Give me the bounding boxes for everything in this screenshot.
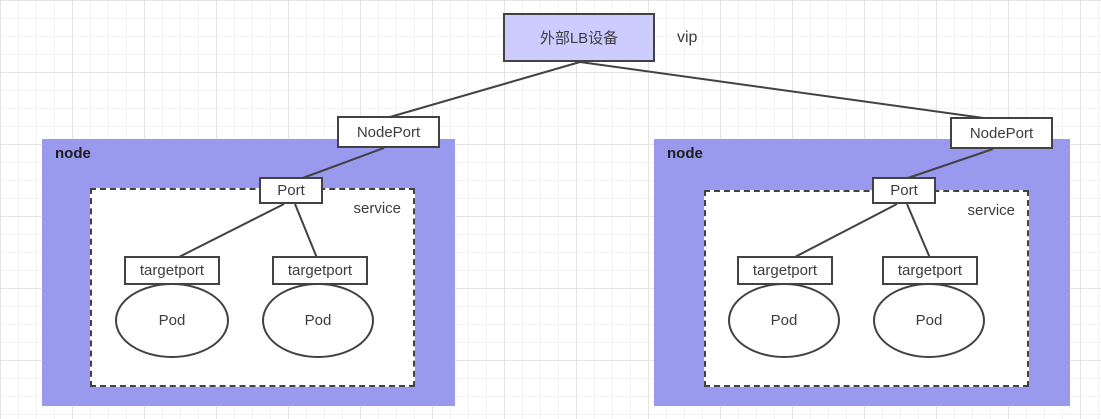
- pod-label: Pod: [304, 312, 332, 329]
- port-box: Port: [259, 177, 323, 204]
- pod-ellipse: Pod: [873, 283, 985, 358]
- service-box-left: service: [90, 188, 415, 387]
- pod-label: Pod: [770, 312, 798, 329]
- pod-ellipse: Pod: [728, 283, 840, 358]
- node-label: node: [667, 145, 703, 162]
- pod-label: Pod: [158, 312, 186, 329]
- pod-label: Pod: [915, 312, 943, 329]
- service-label: service: [353, 200, 401, 217]
- targetport-box: targetport: [124, 256, 220, 285]
- port-box: Port: [872, 177, 936, 204]
- external-lb-box: 外部LB设备: [503, 13, 655, 62]
- nodeport-box: NodePort: [950, 117, 1053, 149]
- pod-ellipse: Pod: [262, 283, 374, 358]
- edge-lb-to-nodeport-right: [579, 61, 999, 121]
- nodeport-label: NodePort: [356, 123, 421, 141]
- port-label: Port: [277, 182, 305, 199]
- targetport-label: targetport: [139, 262, 205, 279]
- port-label: Port: [890, 182, 918, 199]
- pod-ellipse: Pod: [115, 283, 229, 358]
- nodeport-box: NodePort: [337, 116, 440, 148]
- nodeport-label: NodePort: [969, 124, 1034, 142]
- targetport-box: targetport: [737, 256, 833, 285]
- targetport-label: targetport: [287, 262, 353, 279]
- external-lb-label: 外部LB设备: [539, 30, 619, 47]
- vip-label: vip: [677, 29, 698, 46]
- targetport-box: targetport: [272, 256, 368, 285]
- edge-lb-to-nodeport-left: [389, 61, 581, 118]
- targetport-label: targetport: [752, 262, 818, 279]
- service-label: service: [967, 202, 1015, 219]
- node-label: node: [55, 145, 91, 162]
- targetport-box: targetport: [882, 256, 978, 285]
- targetport-label: targetport: [897, 262, 963, 279]
